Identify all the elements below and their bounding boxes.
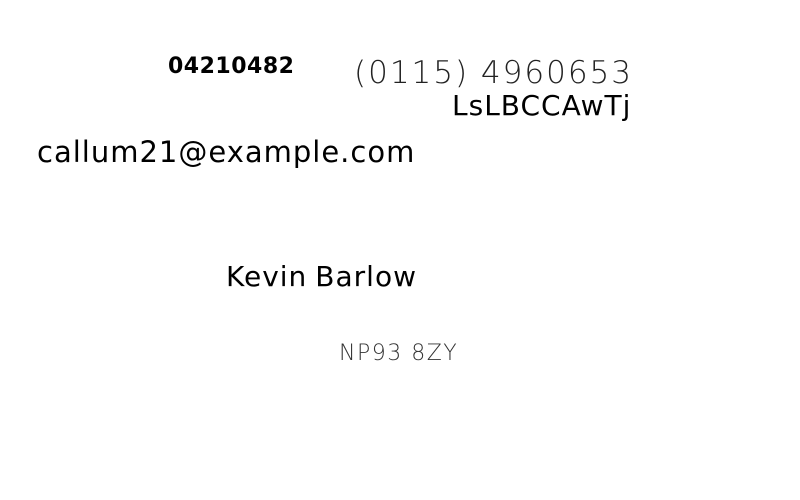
code-text: LsLBCCAwTj <box>452 89 632 122</box>
last-name-text: Barlow <box>315 260 417 293</box>
first-name-text: Kevin <box>226 260 308 293</box>
postcode-text: NP93 8ZY <box>339 341 459 366</box>
full-name-text: Kevin Barlow <box>226 263 417 291</box>
id-number-text: 04210482 <box>168 54 295 79</box>
phone-number-text: (0115) 4960653 <box>354 55 633 91</box>
email-text: callum21@example.com <box>37 135 416 169</box>
